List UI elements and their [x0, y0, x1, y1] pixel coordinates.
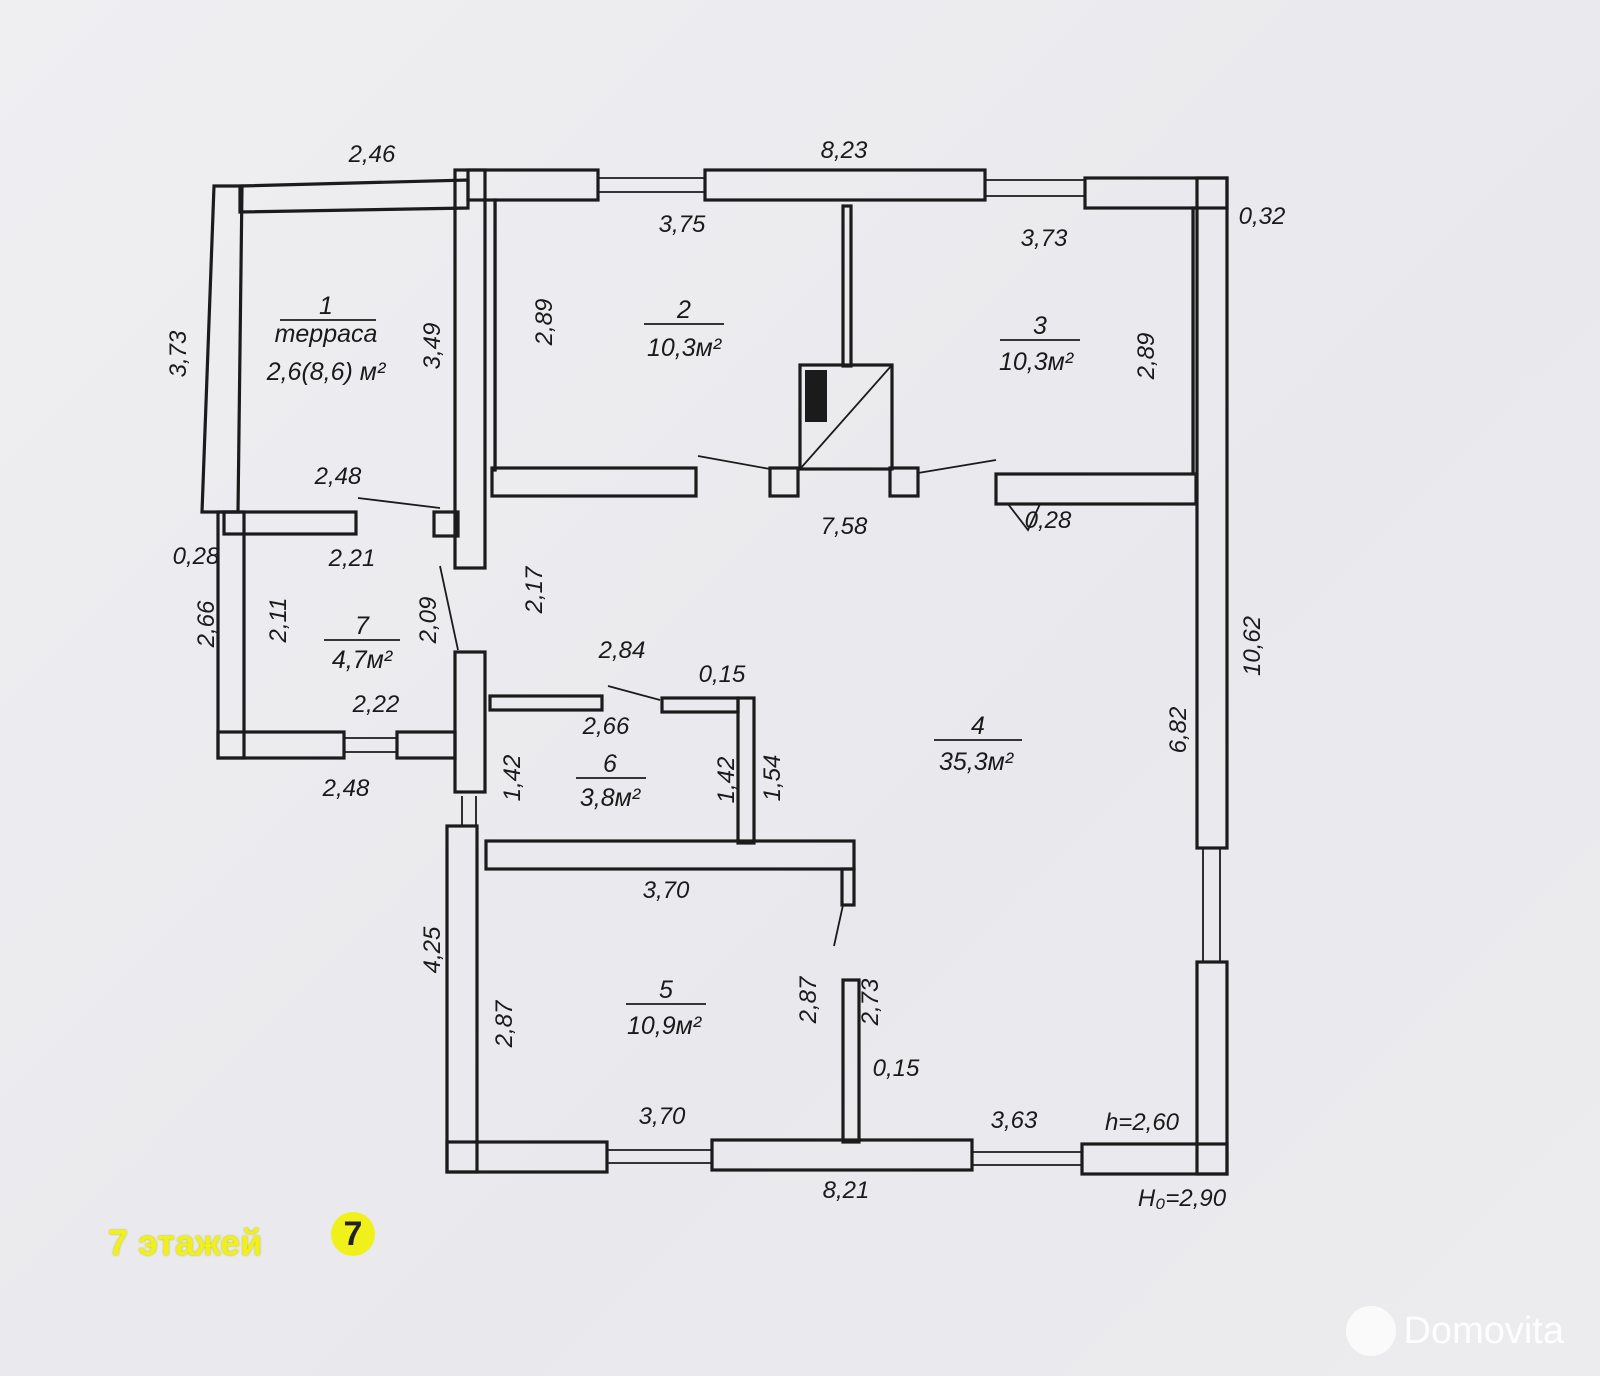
room-5-walls	[833, 904, 861, 1144]
dimension-label: 2,48	[314, 463, 362, 490]
svg-text:6: 6	[603, 750, 617, 778]
svg-text:3: 3	[1033, 312, 1047, 340]
inner-height-label: h=2,60	[1105, 1109, 1180, 1136]
brand-logo-badge: 7	[331, 1212, 375, 1256]
svg-text:10,3м²: 10,3м²	[647, 334, 723, 362]
dimension-label: 2,66	[193, 600, 220, 648]
dimension-label: 3,73	[1021, 225, 1068, 252]
svg-text:2: 2	[676, 296, 691, 324]
dimension-label: 8,21	[823, 1177, 870, 1204]
dimension-label: 1,54	[759, 755, 786, 802]
dimension-label: 3,70	[643, 877, 690, 904]
svg-text:2,6(8,6) м²: 2,6(8,6) м²	[266, 358, 387, 386]
dimension-label: 0,28	[173, 543, 220, 570]
dimension-label: 2,48	[322, 775, 370, 802]
room-1-label: 1 терраса 2,6(8,6) м²	[266, 292, 387, 386]
dimension-label: 2,09	[415, 597, 442, 645]
bedroom-partitions	[490, 198, 1198, 532]
dimension-label: 2,66	[582, 713, 630, 740]
outer-walls	[445, 168, 1229, 1176]
watermark: Domovita	[1345, 1306, 1565, 1356]
watermark-icon	[1345, 1306, 1396, 1356]
dimension-label: 3,75	[659, 211, 706, 238]
dimension-label: 2,11	[265, 598, 292, 644]
svg-text:35,3м²: 35,3м²	[939, 748, 1015, 776]
dimension-label: 3,73	[165, 330, 192, 377]
dimension-label: 2,87	[795, 975, 822, 1024]
dimension-label: 2,89	[531, 299, 558, 347]
dimension-label: 2,89	[1133, 333, 1160, 381]
room-3-label: 3 10,3м²	[999, 312, 1080, 376]
dimension-label: 2,22	[352, 691, 400, 718]
dimension-label: 0,28	[1025, 507, 1072, 534]
room-7-label: 7 4,7м²	[324, 612, 400, 674]
svg-text:5: 5	[659, 976, 673, 1004]
room-labels: 1 терраса 2,6(8,6) м² 2 10,3м² 3 10,3м² …	[266, 292, 1080, 1040]
dimension-labels: 2,46 8,23 3,75 3,73 0,32 3,73 3,49 2,89 …	[165, 137, 1285, 1212]
dimension-label: 2,17	[521, 565, 548, 614]
room-2-label: 2 10,3м²	[644, 296, 724, 362]
dimension-label: 4,25	[419, 926, 446, 973]
dimension-label: 2,21	[328, 545, 376, 572]
svg-text:10,9м²: 10,9м²	[627, 1012, 703, 1040]
dimension-label: 3,49	[419, 323, 446, 370]
dimension-label: 2,87	[491, 999, 518, 1048]
room-6-walls	[461, 685, 856, 907]
room-7-walls	[216, 497, 487, 794]
svg-text:3,8м²: 3,8м²	[580, 784, 642, 812]
outer-height-label: H₀=2,90	[1138, 1185, 1227, 1212]
room-5-label: 5 10,9м²	[626, 976, 706, 1040]
room-4-label: 4 35,3м²	[934, 712, 1022, 776]
room-6-label: 6 3,8м²	[576, 750, 646, 812]
svg-text:7: 7	[355, 612, 370, 640]
dimension-label: 6,82	[1165, 707, 1192, 754]
svg-text:10,3м²: 10,3м²	[999, 348, 1075, 376]
dimension-label: 1,42	[499, 755, 526, 802]
dimension-label: 8,23	[821, 137, 868, 164]
dimension-label: 0,32	[1239, 203, 1286, 230]
watermark-text: Domovita	[1403, 1309, 1565, 1352]
dimension-label: 1,42	[713, 757, 740, 804]
brand-logo-text: 7 этажей	[108, 1222, 263, 1263]
svg-text:4,7м²: 4,7м²	[332, 646, 394, 674]
dimension-label: 0,15	[873, 1055, 920, 1082]
dimension-label: 2,84	[598, 637, 646, 664]
dimension-label: 2,73	[857, 978, 884, 1026]
dimension-label: 3,63	[991, 1107, 1038, 1134]
dimension-label: 10,62	[1239, 616, 1266, 676]
dimension-label: 3,70	[639, 1103, 686, 1130]
svg-text:1: 1	[319, 292, 333, 320]
dimension-label: 7,58	[821, 513, 868, 540]
svg-text:4: 4	[971, 712, 985, 740]
dimension-label: 2,46	[348, 141, 396, 168]
dimension-label: 0,15	[699, 661, 746, 688]
svg-text:терраса: терраса	[275, 320, 378, 348]
